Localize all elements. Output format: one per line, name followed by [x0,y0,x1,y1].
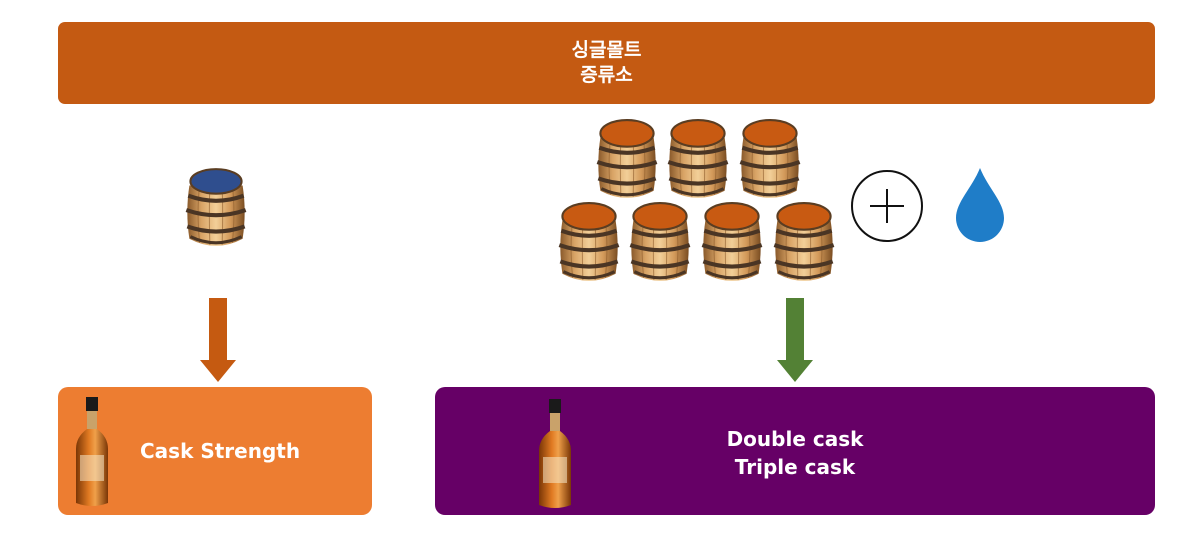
barrel-icon [665,119,731,203]
barrel-icon [771,202,837,286]
cask-strength-box: Cask Strength [58,387,372,515]
barrel-icon [556,202,622,286]
header-line-1: 싱글몰트 [571,39,642,61]
plus-circle-icon [851,170,923,242]
barrel-icon [699,202,765,286]
double-triple-cask-box: Double cask Triple cask [435,387,1155,515]
double-triple-cask-label: Double cask Triple cask [435,425,1155,481]
distillery-header: 싱글몰트 증류소 [58,22,1155,104]
whisky-bottle-icon [76,397,108,506]
whisky-bottle-icon [539,399,571,508]
barrel-icon [737,119,803,203]
barrel-icon [627,202,693,286]
cask-strength-label: Cask Strength [140,439,301,463]
barrel-icon [594,119,660,203]
header-line-2: 증류소 [580,64,633,86]
barrel-icon [183,168,249,251]
arrow-down-icon [777,298,813,382]
arrow-down-icon [200,298,236,382]
triple-cask-text: Triple cask [734,455,856,479]
double-cask-text: Double cask [726,427,864,451]
water-drop-icon [956,168,1004,242]
